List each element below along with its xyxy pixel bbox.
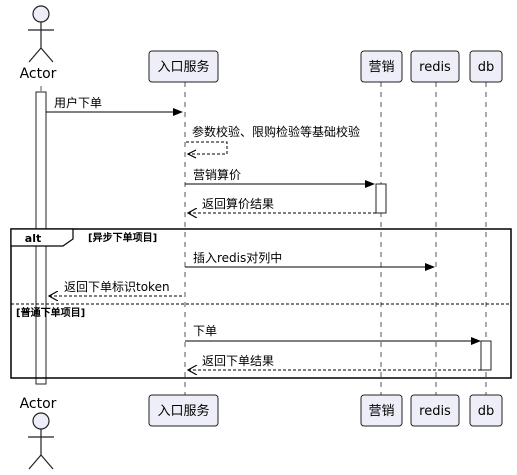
participant-marketing-label-bottom: 营销 [368, 404, 394, 419]
db-activation-bar [480, 340, 492, 371]
message-return-price-label: 返回算价结果 [202, 196, 274, 211]
alt-guard-normal: [普通下单项目] [16, 306, 85, 319]
message-place-order-label: 下单 [193, 324, 217, 338]
marketing-activation-bar [375, 183, 387, 214]
participant-db-bottom: db [469, 394, 503, 427]
participant-entry-label-bottom: 入口服务 [157, 403, 209, 419]
message-return-order: 返回下单结果 [188, 354, 481, 370]
participant-redis-label-bottom: redis [419, 404, 451, 419]
actor-bottom: Actor [20, 396, 57, 470]
participant-db-top: db [469, 50, 503, 83]
message-place-order: 下单 [185, 324, 481, 345]
participant-marketing-label-top: 营销 [368, 60, 394, 75]
message-insert-redis: 插入redis对列中 [185, 250, 435, 271]
actor-top: Actor [20, 5, 57, 82]
message-marketing-price-label: 营销算价 [193, 167, 241, 182]
participant-entry-bottom: 入口服务 [148, 394, 219, 427]
message-user-order-label: 用户下单 [54, 95, 102, 110]
actor-label-bottom: Actor [20, 396, 57, 412]
alt-keyword: alt [25, 232, 41, 245]
actor-label-top: Actor [20, 66, 57, 82]
message-return-token: 返回下单标识token [49, 280, 182, 296]
message-return-price: 返回算价结果 [188, 196, 376, 213]
actor-figure-bottom-icon [28, 412, 54, 470]
participant-marketing-top: 营销 [360, 50, 403, 83]
alt-guard-async: [异步下单项目] [88, 231, 157, 244]
participant-redis-top: redis [410, 50, 460, 83]
message-insert-redis-label: 插入redis对列中 [193, 250, 282, 265]
message-param-check: 参数校验、限购检验等基础校验 [186, 124, 360, 159]
message-user-order: 用户下单 [46, 95, 183, 116]
participant-db-label-top: db [478, 60, 495, 75]
participant-redis-label-top: redis [419, 60, 451, 75]
message-marketing-price: 营销算价 [185, 167, 375, 188]
message-return-token-label: 返回下单标识token [64, 280, 170, 294]
participant-marketing-bottom: 营销 [360, 394, 403, 427]
message-param-check-label: 参数校验、限购检验等基础校验 [192, 124, 360, 139]
participant-entry-top: 入口服务 [148, 50, 219, 83]
message-return-order-label: 返回下单结果 [202, 354, 274, 368]
participant-redis-bottom: redis [410, 394, 460, 427]
participant-db-label-bottom: db [478, 404, 495, 419]
actor-figure-icon [28, 5, 54, 63]
alt-frame: alt [异步下单项目] [普通下单项目] [10, 228, 512, 379]
participant-entry-label-top: 入口服务 [157, 59, 209, 75]
